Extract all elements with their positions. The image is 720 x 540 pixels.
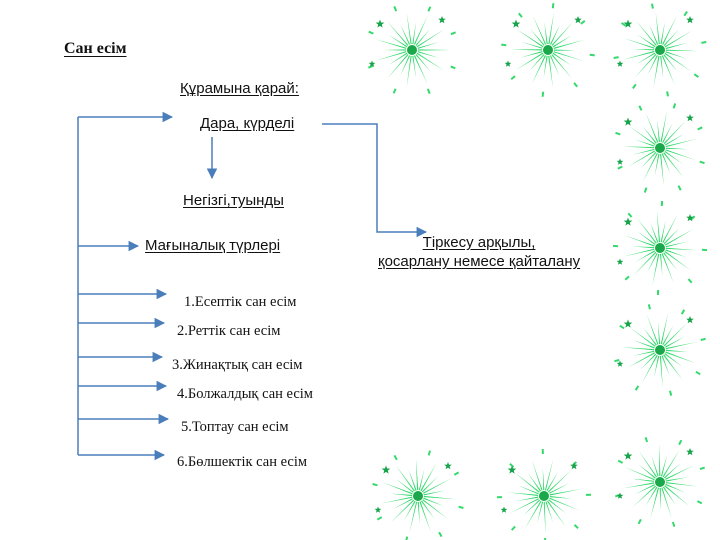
page-title: Сан есім: [64, 40, 127, 57]
green-starburst-icon: [614, 436, 706, 528]
formation-note-line-1: Тіркесу арқылы,: [422, 234, 536, 251]
numeral-type-cardinal: 1.Есептік сан есім: [184, 294, 297, 310]
green-starburst-icon: [501, 3, 595, 97]
simple-compound-label: Дара, күрделі: [200, 115, 295, 132]
composition-heading: Құрамына қарай:: [180, 80, 299, 97]
green-starburst-icon: [614, 304, 706, 396]
green-starburst-icon: [368, 6, 456, 94]
base-derived-label: Негізгі,туынды: [183, 192, 284, 209]
formation-note-line-2: қосарлану немесе қайталану: [378, 253, 581, 270]
green-starburst-icon: [372, 450, 464, 540]
green-starburst-icon: [496, 448, 592, 540]
numeral-type-ordinal: 2.Реттік сан есім: [177, 323, 281, 339]
green-starburst-icon: [613, 3, 707, 97]
numeral-type-approximate: 4.Болжалдық сан есім: [177, 386, 313, 402]
formation-note: Тіркесу арқылы, қосарлану немесе қайтала…: [378, 233, 580, 271]
meaning-types-heading: Мағыналық түрлері: [145, 237, 281, 254]
green-starburst-icon: [615, 103, 705, 193]
numeral-type-grouping: 5.Топтау сан есім: [181, 419, 289, 435]
numeral-type-fractional: 6.Бөлшектік сан есім: [177, 454, 308, 470]
arrow-to-formation-note: [322, 123, 428, 238]
numeral-type-collective: 3.Жинақтық сан есім: [172, 357, 303, 373]
green-starburst-icon: [612, 200, 708, 296]
